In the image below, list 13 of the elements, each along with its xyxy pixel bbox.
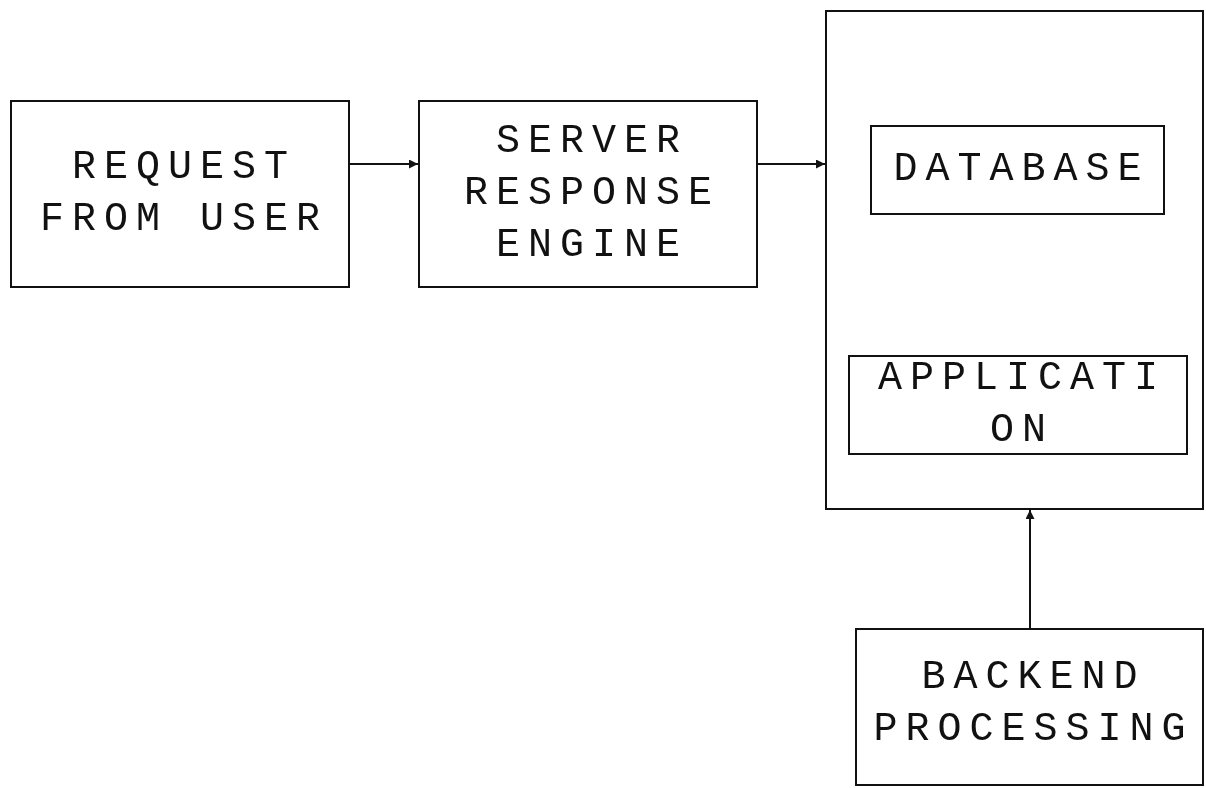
process-box [870,125,1165,215]
process-box [10,100,350,288]
arrow [757,159,826,169]
box-label: SERVER RESPONSE ENGINE [463,118,721,270]
process-box [855,628,1204,786]
box-label: REQUEST FROM USER [38,144,329,244]
box-label: BACKEND PROCESSING [872,654,1195,754]
process-box [418,100,758,288]
arrow [349,159,419,169]
arrow [1025,509,1035,629]
container-box [825,10,1204,510]
box-label: DATABASE [892,146,1150,194]
box-label: APPLICATI ON [876,355,1167,455]
